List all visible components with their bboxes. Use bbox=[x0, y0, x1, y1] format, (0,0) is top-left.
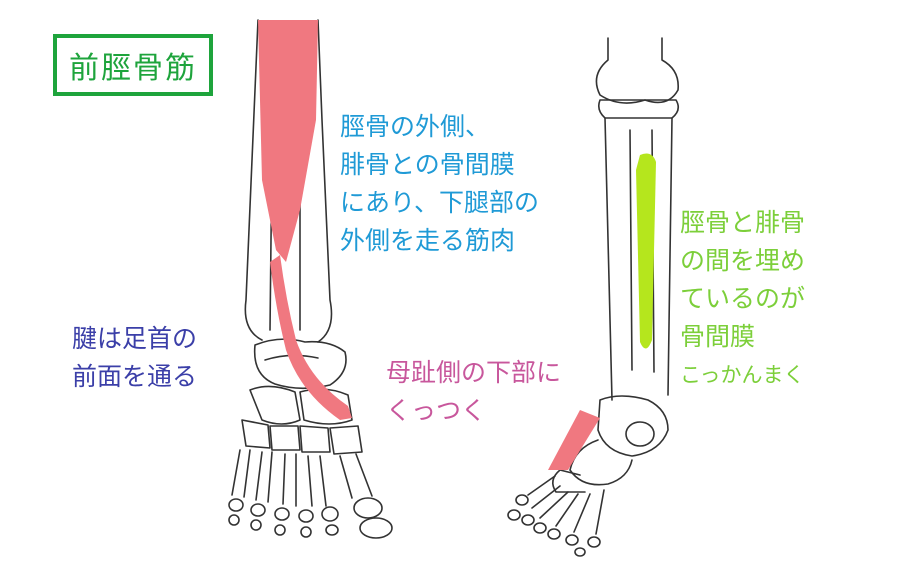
tendon-line: 腱は足首の bbox=[72, 324, 198, 353]
page-title: 前脛骨筋 bbox=[69, 51, 197, 86]
location-line: 外側を走る筋肉 bbox=[340, 226, 516, 255]
insertion-line: 母趾側の下部に bbox=[386, 358, 562, 387]
metatarsal-bones bbox=[231, 449, 241, 496]
location-label: 脛骨の外側、 腓骨との骨間膜 にあり、下腿部の 外側を走る筋肉 bbox=[340, 108, 539, 260]
tarsal-bones bbox=[249, 385, 301, 425]
tendon-insertion-side bbox=[548, 410, 600, 470]
tibia-side bbox=[604, 117, 613, 401]
femur-end bbox=[595, 37, 679, 104]
membrane-label: 脛骨と腓骨 の間を埋め ているのが 骨間膜 こっかんまく bbox=[680, 204, 805, 394]
ankle-bones bbox=[253, 338, 347, 390]
tibialis-anterior-muscle bbox=[258, 20, 318, 262]
metatarsal-side bbox=[527, 475, 556, 496]
location-line: 脛骨の外側、 bbox=[340, 112, 491, 141]
toe-bones-side bbox=[507, 494, 601, 557]
fibula-side bbox=[629, 129, 633, 371]
membrane-reading: こっかんまく bbox=[680, 363, 805, 387]
membrane-line: ているのが bbox=[680, 284, 806, 313]
ankle-side bbox=[597, 395, 669, 457]
membrane-line: 脛骨と腓骨 bbox=[680, 208, 806, 237]
toe-bones bbox=[228, 497, 393, 539]
tendon-label: 腱は足首の 前面を通る bbox=[72, 320, 197, 396]
interosseous-membrane bbox=[636, 153, 656, 349]
insertion-line: くっつく bbox=[386, 396, 487, 425]
location-line: にあり、下腿部の bbox=[340, 188, 540, 217]
membrane-line: の間を埋め bbox=[680, 246, 806, 275]
tibialis-anterior-tendon bbox=[270, 255, 352, 420]
insertion-label: 母趾側の下部に くっつく bbox=[386, 354, 561, 430]
heel-bone bbox=[569, 439, 633, 486]
tibia-bone bbox=[244, 19, 263, 341]
membrane-line: 骨間膜 bbox=[680, 322, 756, 351]
title-box: 前脛骨筋 bbox=[53, 34, 213, 96]
front-view-leg bbox=[228, 19, 393, 539]
location-line: 腓骨との骨間膜 bbox=[340, 150, 515, 179]
tendon-line: 前面を通る bbox=[72, 362, 198, 391]
